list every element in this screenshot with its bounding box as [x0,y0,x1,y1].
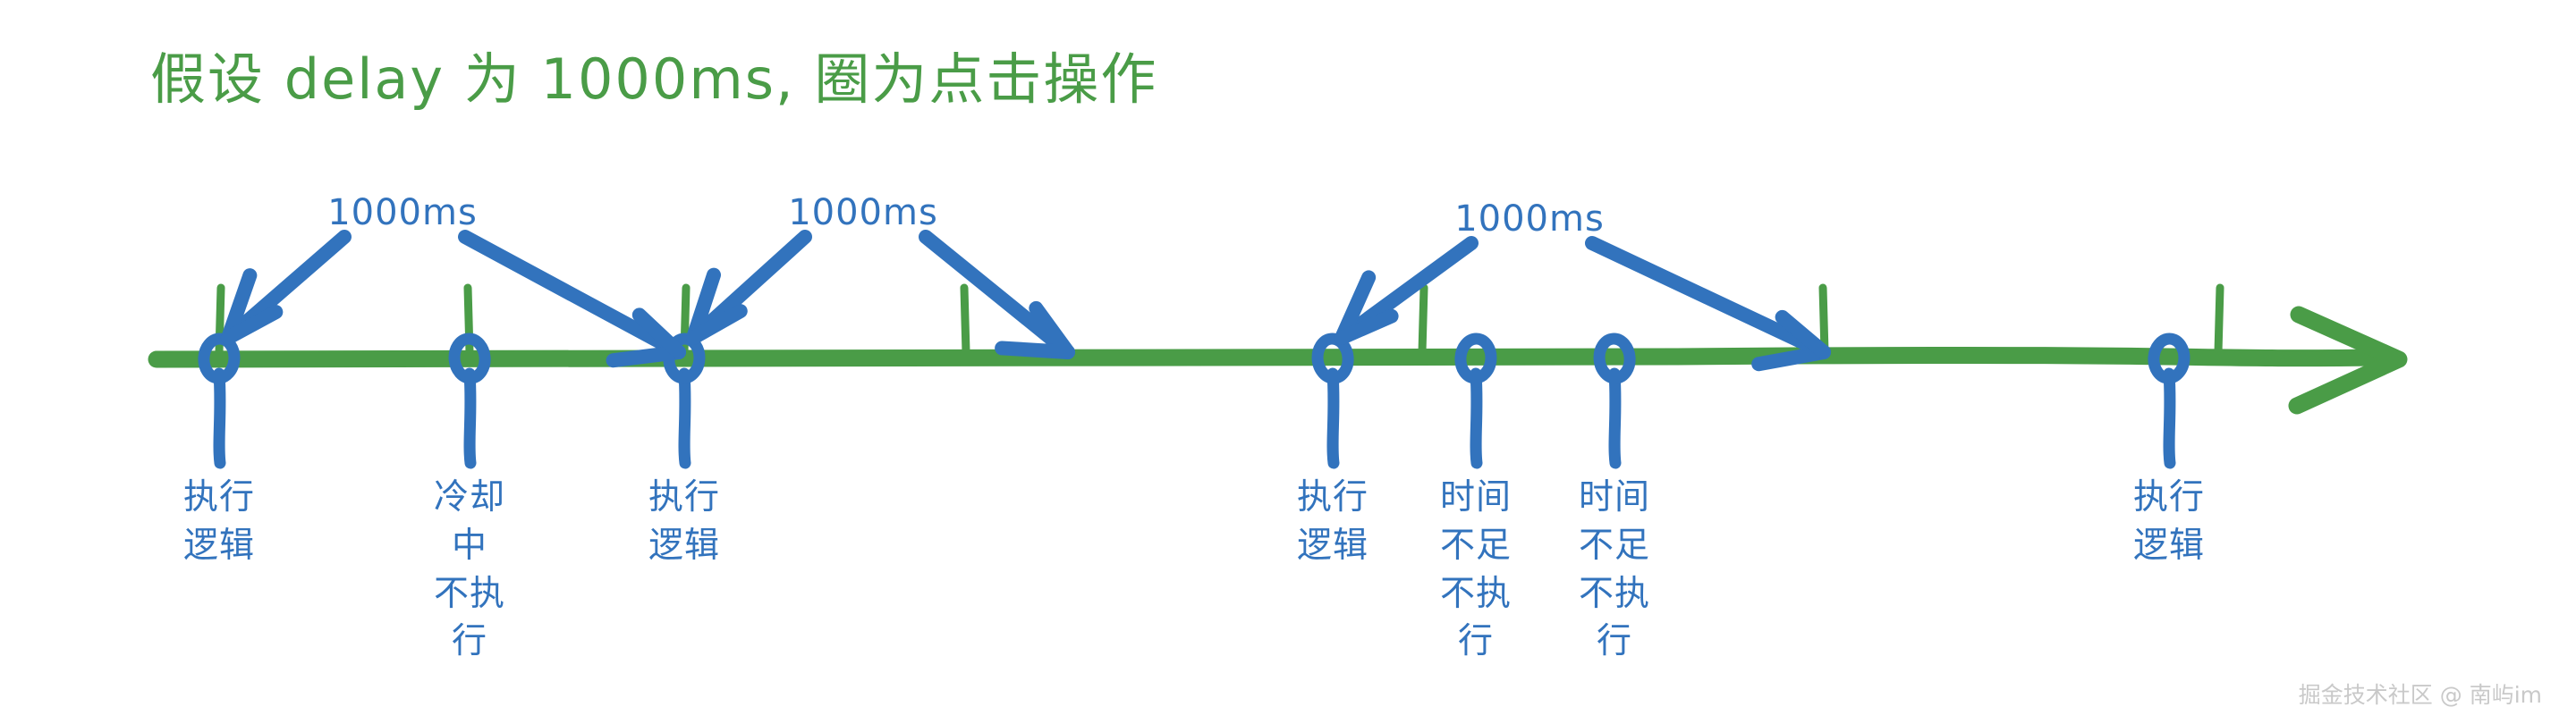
click-state-label: 执行 逻辑 [182,477,256,566]
click-circle [1311,333,1354,384]
span-arrow [221,230,352,345]
tick-mark [1418,283,1428,357]
click-markers [198,333,2190,469]
click-stem [1608,367,1622,469]
span-arrow [1585,236,1831,372]
click-state-label: 时间 不足 不执 行 [1439,477,1513,662]
click-circle [1454,333,1497,384]
watermark: 掘金技术社区 @ 南屿im [2298,682,2542,708]
click-circle [1593,333,1636,384]
click-stem [1470,367,1483,469]
span-arrow [458,230,686,368]
tick-mark [2214,283,2224,357]
click-marker [448,333,491,469]
click-stem [213,367,226,469]
click-stem [1326,367,1340,469]
click-circle [198,333,241,384]
click-state-label: 冷却 中 不执 行 [433,477,506,662]
tick-mark [1818,283,1829,357]
click-marker [198,333,241,469]
click-state-label: 执行 逻辑 [1296,477,1369,566]
tick-mark [960,283,970,357]
span-arrow [919,230,1075,359]
click-marker [1454,333,1497,469]
span-duration-label: 1000ms [788,192,938,233]
tick-marks [215,283,2224,357]
click-stem [2163,367,2176,469]
click-stem [678,367,691,469]
span-duration-label: 1000ms [327,192,478,233]
span-arrow [1335,236,1479,345]
span-arrow [686,230,812,345]
click-state-label: 执行 逻辑 [648,477,721,566]
click-marker [1593,333,1636,469]
timeline-axis [148,306,2408,415]
click-marker [2148,333,2190,469]
page-title: 假设 delay 为 1000ms, 圈为点击操作 [150,46,1158,112]
click-circle [2148,333,2190,384]
click-state-label: 时间 不足 不执 行 [1578,477,1651,662]
click-state-label: 执行 逻辑 [2132,477,2206,566]
click-marker [1311,333,1354,469]
click-circle [448,333,491,384]
span-arrows [221,230,1831,372]
span-duration-label: 1000ms [1454,198,1605,240]
